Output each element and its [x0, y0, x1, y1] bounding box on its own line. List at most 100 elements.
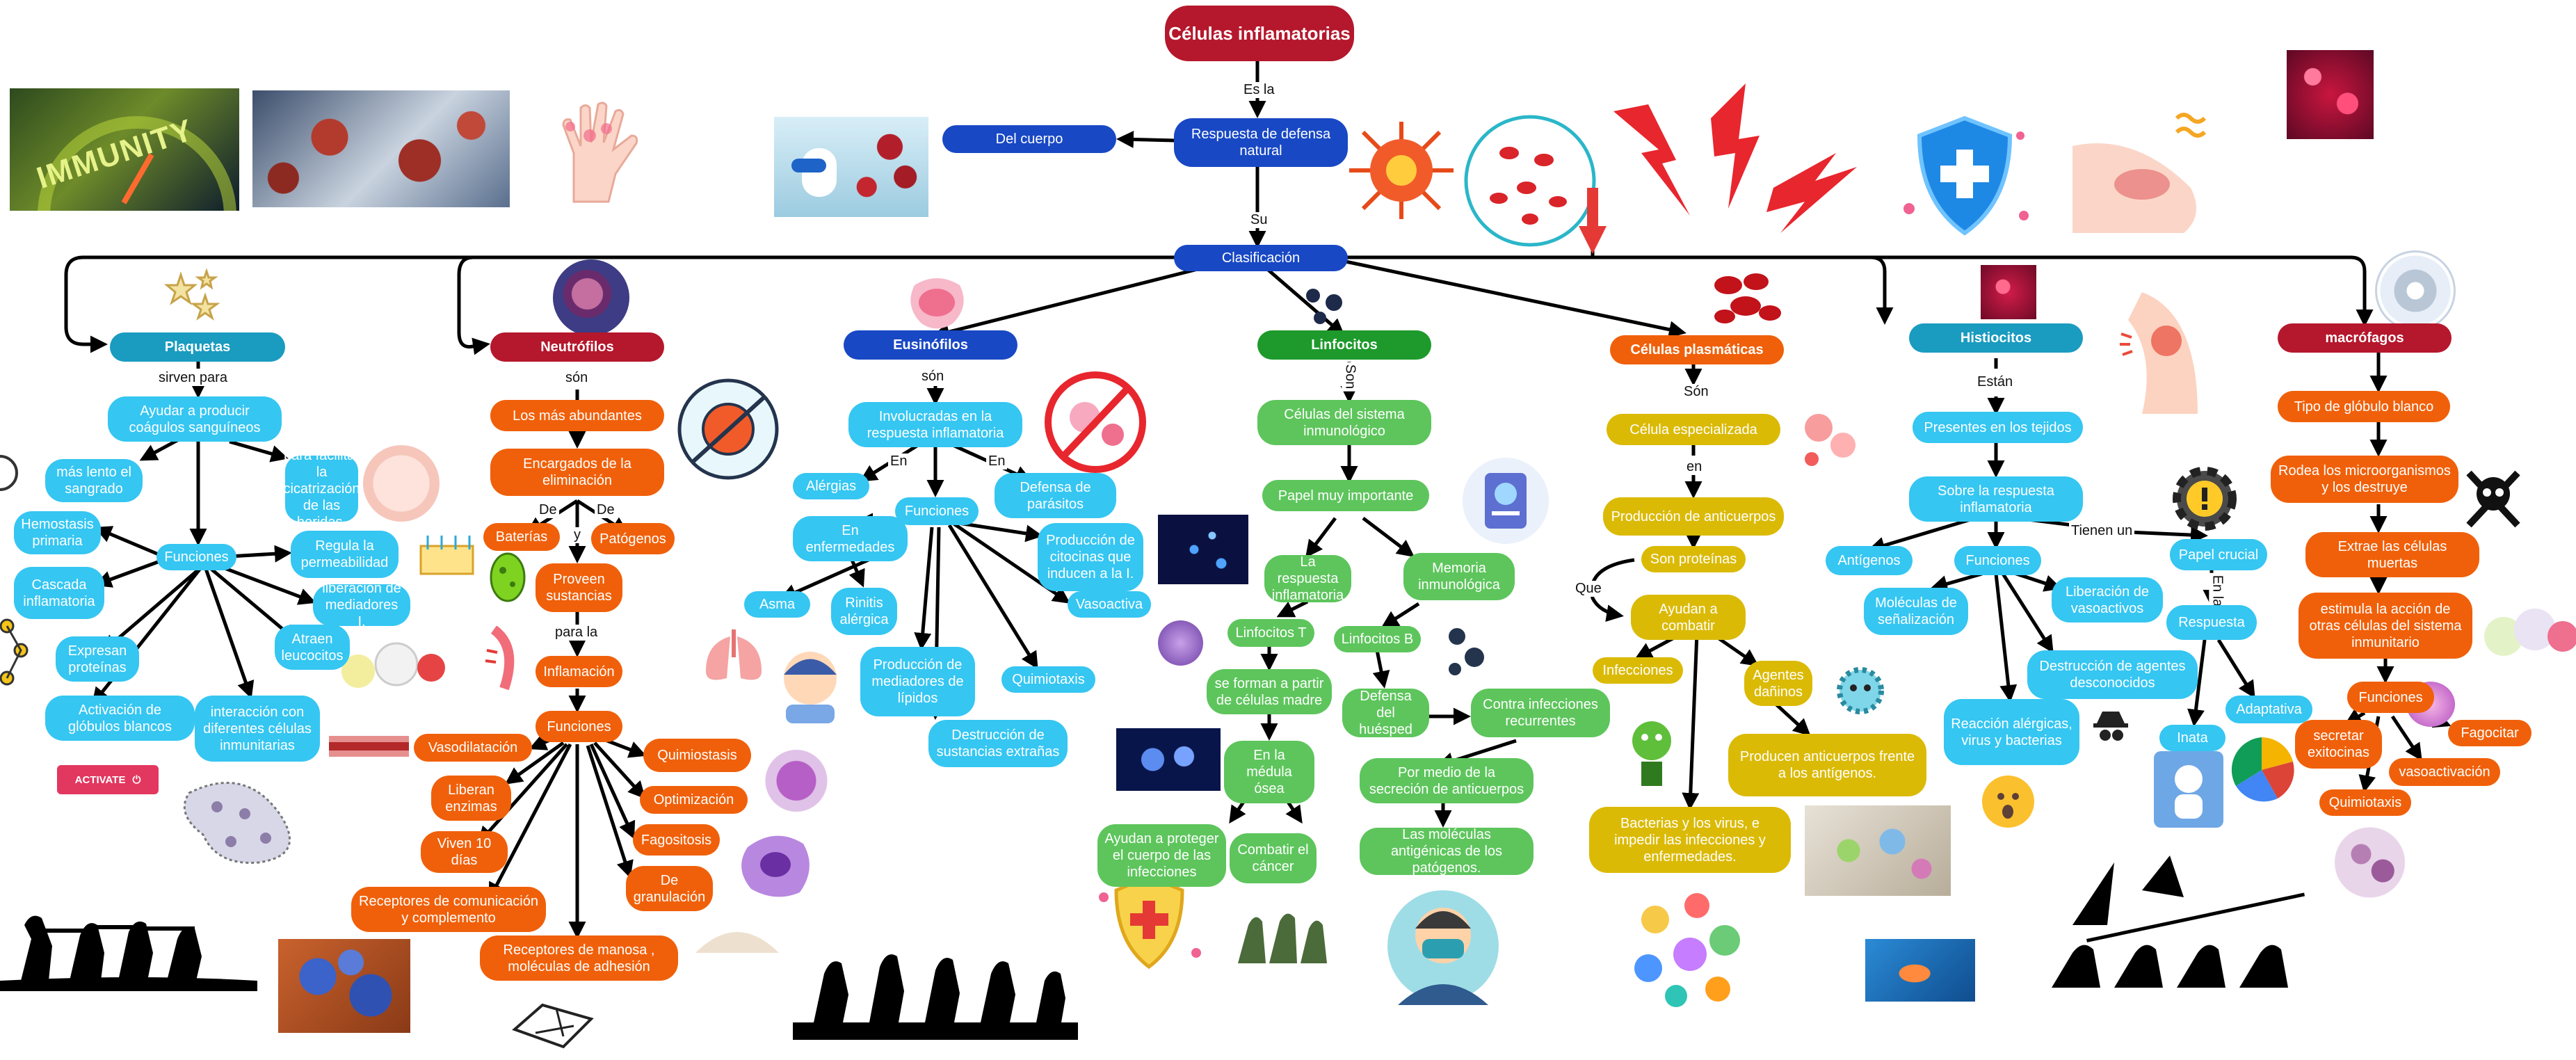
label-de-2: De [595, 502, 617, 518]
shield-virus-icon [1095, 869, 1203, 974]
node-interaccion: interacción con diferentes células inmun… [195, 696, 320, 762]
activate-button[interactable]: ACTIVATE ⏻ [57, 765, 159, 794]
header-plasmaticas: Células plasmáticas [1610, 335, 1784, 364]
node-cascada: Cascada inflamatoria [14, 567, 104, 619]
node-quimiotaxis-macrofagos: Quimiotaxis [2319, 789, 2411, 816]
soldiers-flags-right [2045, 849, 2323, 998]
virus-cancel-icon [671, 376, 786, 483]
soldiers-green-icon [1231, 897, 1335, 967]
node-patogenos: Patógenos [591, 523, 675, 554]
label-en-plasmaticas: en [1684, 459, 1705, 475]
main-title: Células inflamatorias [1165, 6, 1354, 61]
neutrophil-cell-image [553, 259, 629, 336]
node-secretar: secretar exitocinas [2295, 720, 2382, 769]
lightning-icon [1607, 77, 1906, 236]
macrophage-cell-bottom-image [2326, 821, 2413, 904]
node-liberacion: liberación de mediadores I. [313, 581, 410, 629]
node-forman: se forman a partir de células madre [1207, 669, 1332, 714]
node-del-cuerpo: Del cuerpo [942, 125, 1116, 153]
power-icon: ⏻ [132, 773, 141, 786]
activate-label: ACTIVATE [74, 773, 126, 786]
node-asma: Asma [744, 591, 810, 618]
microbes-circle-image [1613, 878, 1760, 1024]
hero-cells-image [774, 117, 928, 217]
stars-icon [163, 268, 226, 330]
baby-icon [2154, 751, 2223, 828]
node-proveen: Proveen sustancias [536, 563, 622, 612]
fish-microscope-image [1865, 939, 1975, 1002]
node-tipo-globulo: Tipo de glóbulo blanco [2278, 391, 2450, 422]
node-linfocitos-t: Linfocitos T [1227, 619, 1314, 647]
node-liberacion-vasoactivos: Liberación de vasoactivos [2052, 577, 2163, 623]
soldiers-silhouette-middle [793, 918, 1078, 1040]
node-papel-crucial: Papel crucial [2170, 539, 2267, 570]
node-atraen: Atraen leucocitos [275, 625, 350, 670]
node-vasodilatacion: Vasodilatación [414, 734, 532, 762]
node-funciones-macrofagos: Funciones [2347, 682, 2434, 713]
node-mediadores-lipidos: Producción de mediadores de lípidos [860, 647, 975, 716]
node-fagositosis: Fagositosis [633, 824, 720, 856]
node-son-proteinas: Son proteínas [1641, 546, 1746, 572]
header-neutrofilos: Neutrófilos [490, 332, 664, 362]
blue-cells-microscope-image [1116, 728, 1221, 791]
bacterium-purple-image [762, 748, 831, 814]
node-destruccion-sustancias: Destrucción de sustancias extrañas [928, 720, 1068, 767]
node-moleculas-senalizacion: Moléculas de señalización [1864, 588, 1968, 635]
node-hemostasis: Hemostasis primaria [14, 511, 101, 554]
skull-icon [2462, 466, 2525, 532]
node-receptores-comunicacion: Receptores de comunicación y complemento [351, 887, 546, 932]
node-activacion: Activación de glóbulos blancos [45, 696, 195, 741]
node-agentes-daninos: Agentes dañinos [1744, 661, 1812, 706]
node-involucradas: Involucradas en la respuesta inflamatori… [848, 402, 1022, 447]
bacteria-scene-image [1805, 805, 1951, 896]
node-vasoactivacion: vasoactivación [2389, 758, 2500, 786]
node-medula: En la médula ósea [1224, 741, 1314, 803]
immunity-banner-image: IMMUNITY [10, 88, 239, 211]
lungs-icon [699, 629, 768, 685]
node-reaccion-alergicas: Reacción alérgicas, virus y bacterias [1944, 699, 2079, 765]
node-destruccion-agentes: Destrucción de agentes desconocidos [2027, 650, 2198, 699]
node-innata: Inata [2159, 725, 2225, 751]
node-granulacion: De granulación [626, 866, 713, 911]
virus-orange-icon [1346, 118, 1457, 223]
node-quimiotaxis-eosinofilos: Quimiotaxis [1001, 666, 1095, 693]
purple-orb-image [1158, 620, 1203, 666]
node-cicatrizacion: para facilitar la cicatrización de las h… [283, 447, 360, 530]
node-defensa-parasitos: Defensa de parásitos [995, 473, 1116, 518]
node-funciones-histiocitos: Funciones [1954, 546, 2041, 575]
label-en-2: En [986, 453, 1008, 469]
node-ayudan-combatir: Ayudan a combatir [1631, 595, 1746, 640]
node-adaptativa: Adaptativa [2225, 696, 2312, 723]
node-extrae: Extrae las células muertas [2305, 532, 2479, 577]
germs-cartoon-icon [334, 633, 449, 699]
surprised-emoji-icon [1982, 776, 2034, 828]
header-eosinofilos: Eusinófilos [844, 330, 1017, 360]
label-sirven-para: sirven para [156, 370, 230, 386]
node-linfocitos-b: Linfocitos B [1334, 626, 1421, 652]
node-en-enfermedades: En enfermedades [793, 516, 908, 561]
node-bacterias-virus: Bacterias y los virus, e impedir las inf… [1589, 807, 1791, 873]
label-son-neutrofilos: són [563, 370, 590, 386]
node-fagocitar: Fagocitar [2448, 720, 2531, 746]
node-quimiostasis: Quimiostasis [643, 739, 751, 772]
sneezing-kid-icon [772, 643, 848, 723]
gear-warning-icon [2166, 463, 2243, 536]
label-son-plasmaticas: Són [1682, 384, 1711, 400]
hand-inflamed-image [549, 97, 654, 209]
shield-cross-icon [1895, 111, 2034, 243]
cells-blue-image [278, 939, 410, 1033]
label-en-la: En la [2209, 572, 2225, 609]
node-alergias: Alérgias [793, 473, 869, 499]
node-rodea: Rodea los microorganismos y los destruye [2271, 456, 2458, 503]
plasma-cells-image [1707, 264, 1784, 334]
node-funciones-neutrofilos: Funciones [536, 711, 622, 742]
powder-pile-image [695, 918, 779, 956]
node-vasoactiva: Vasoactiva [1068, 591, 1151, 618]
node-contra-infecciones: Contra infecciones recurrentes [1471, 689, 1610, 737]
header-histiocitos: Histiocitos [1909, 323, 2083, 353]
virus-face-icon [1826, 657, 1895, 723]
label-son-eosinofilos: són [919, 369, 947, 385]
label-es-la: Es la [1241, 82, 1277, 98]
node-receptores-manosa: Receptores de manosa , moléculas de adhe… [480, 935, 678, 981]
cell-cluster-image [175, 772, 314, 869]
